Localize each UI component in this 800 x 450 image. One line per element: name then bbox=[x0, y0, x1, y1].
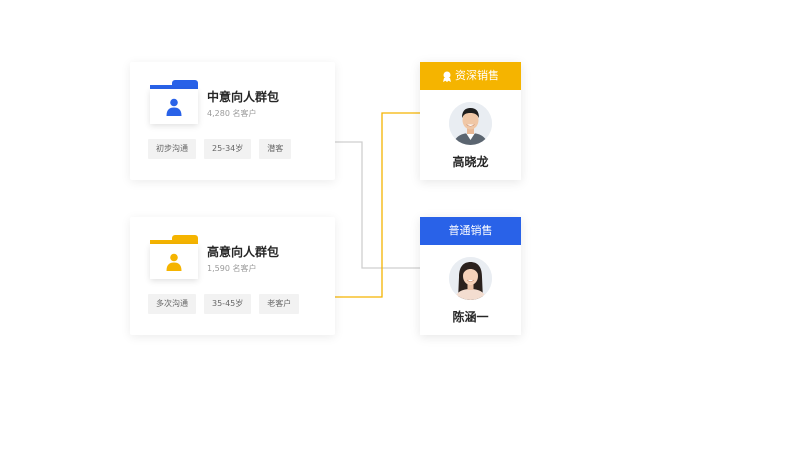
tag: 潜客 bbox=[259, 139, 292, 159]
person-icon bbox=[166, 98, 182, 116]
tag: 多次沟通 bbox=[148, 294, 196, 314]
sales-level-label: 普通销售 bbox=[448, 224, 493, 237]
audience-card-high-intent[interactable]: 高意向人群包 1,590 名客户 多次沟通 35-45岁 老客户 bbox=[130, 217, 335, 335]
sales-card-header: 资深销售 bbox=[420, 62, 521, 90]
connector-high-to-senior bbox=[327, 112, 431, 298]
sales-level-label: 资深销售 bbox=[455, 69, 499, 82]
sales-card-senior[interactable]: 资深销售 高晓龙 bbox=[420, 62, 521, 180]
tag-list: 初步沟通 25-34岁 潜客 bbox=[148, 139, 292, 159]
avatar bbox=[449, 102, 492, 145]
audience-count: 1,590 名客户 bbox=[207, 264, 257, 273]
medal-icon bbox=[443, 71, 451, 82]
person-icon bbox=[166, 253, 182, 271]
avatar bbox=[449, 257, 492, 300]
audience-card-mid-intent[interactable]: 中意向人群包 4,280 名客户 初步沟通 25-34岁 潜客 bbox=[130, 62, 335, 180]
tag: 35-45岁 bbox=[204, 294, 252, 314]
tag: 25-34岁 bbox=[204, 139, 252, 159]
tag-list: 多次沟通 35-45岁 老客户 bbox=[148, 294, 300, 314]
audience-title: 中意向人群包 bbox=[207, 90, 280, 104]
person-folder-icon bbox=[150, 80, 198, 124]
sales-card-regular[interactable]: 普通销售 陈涵一 bbox=[420, 217, 521, 335]
sales-name: 高晓龙 bbox=[452, 155, 489, 169]
tag: 老客户 bbox=[259, 294, 300, 314]
tag: 初步沟通 bbox=[148, 139, 196, 159]
person-folder-icon bbox=[150, 235, 198, 279]
sales-card-header: 普通销售 bbox=[420, 217, 521, 245]
sales-name: 陈涵一 bbox=[452, 310, 489, 324]
audience-title: 高意向人群包 bbox=[207, 245, 280, 259]
connector-mid-to-regular bbox=[327, 141, 431, 269]
audience-count: 4,280 名客户 bbox=[207, 109, 257, 118]
